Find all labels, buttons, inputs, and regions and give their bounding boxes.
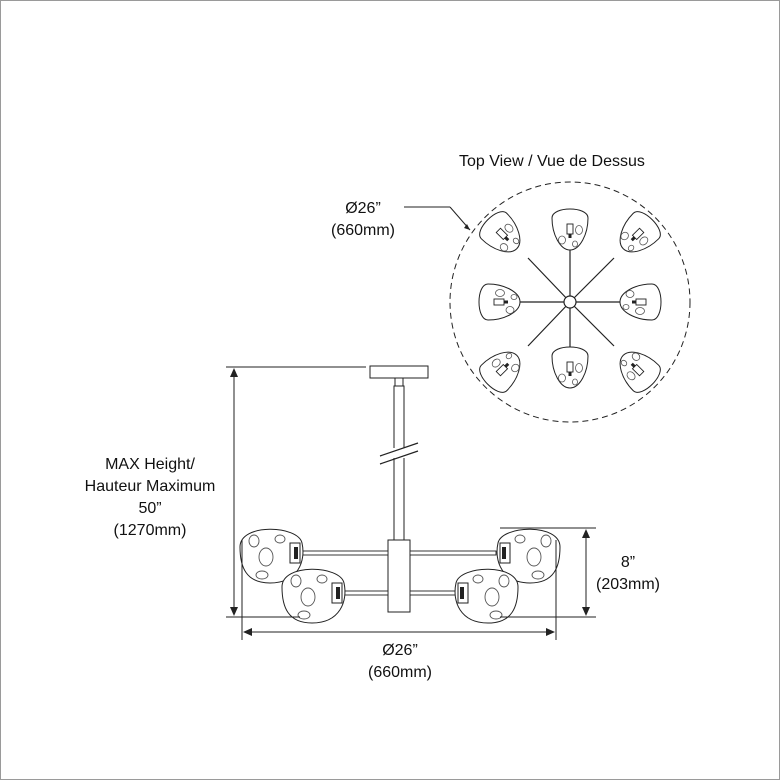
height-label-line2: Hauteur Maximum bbox=[84, 478, 216, 495]
top-view-arms bbox=[520, 248, 620, 356]
top-diameter-mm: (660mm) bbox=[330, 222, 395, 239]
top-view-drawing bbox=[404, 181, 691, 423]
top-view-title: Top View / Vue de Dessus bbox=[459, 153, 645, 170]
downrod bbox=[393, 385, 405, 543]
center-body bbox=[387, 539, 411, 613]
depth-value-in: 8” bbox=[620, 554, 636, 571]
depth-dimension bbox=[500, 527, 596, 618]
width-dimension bbox=[241, 540, 557, 640]
top-view-dashed-circle bbox=[449, 181, 691, 423]
shade-left-front bbox=[281, 568, 346, 624]
top-diameter-in: Ø26” bbox=[345, 200, 381, 217]
width-value-in: Ø26” bbox=[382, 642, 418, 659]
side-view-drawing bbox=[239, 365, 561, 624]
canopy bbox=[369, 365, 429, 379]
depth-value-mm: (203mm) bbox=[595, 576, 660, 593]
shade-right-front bbox=[454, 568, 519, 624]
top-view-hub bbox=[563, 295, 577, 309]
width-value-mm: (660mm) bbox=[367, 664, 432, 681]
height-value-in: 50” bbox=[138, 500, 162, 517]
height-value-mm: (1270mm) bbox=[113, 522, 187, 539]
height-label-line1: MAX Height/ bbox=[105, 456, 195, 473]
height-dimension bbox=[226, 366, 366, 618]
